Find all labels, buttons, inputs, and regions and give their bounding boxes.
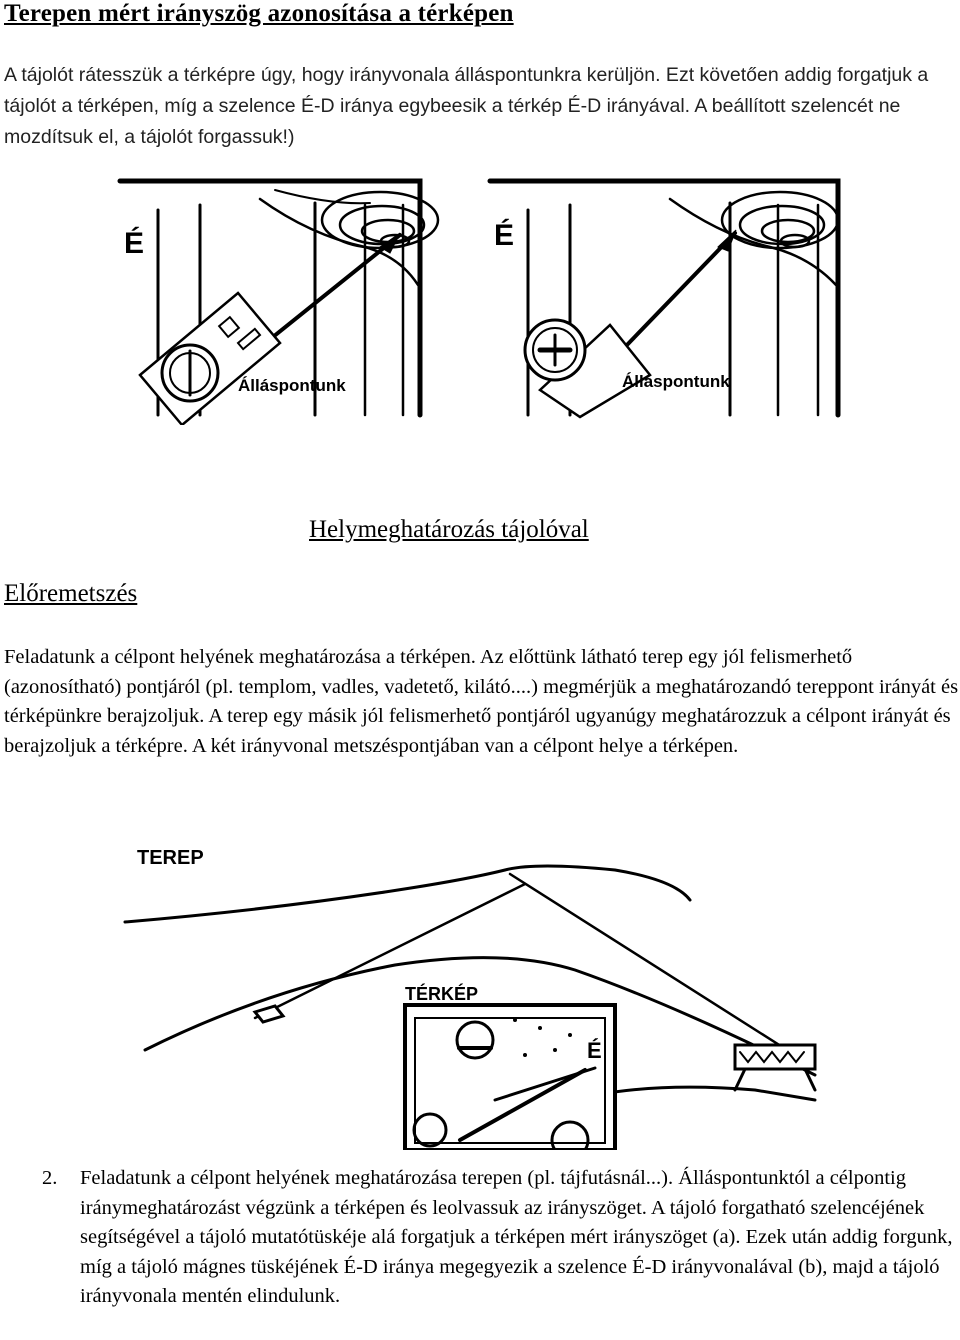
north-label-right: É: [494, 218, 514, 252]
numbered-paragraph-text: Feladatunk a célpont helyének meghatároz…: [80, 1167, 953, 1307]
list-number: 2.: [42, 1167, 58, 1189]
section-heading: Helymeghatározás tájolóval: [309, 516, 589, 543]
method-paragraph: Feladatunk a célpont helyének meghatároz…: [4, 646, 959, 757]
section-subheading: Előremetszés: [4, 580, 138, 607]
numbered-paragraph: 2. Feladatunk a célpont helyének meghatá…: [42, 1164, 955, 1312]
map-north-label: É: [587, 1038, 602, 1063]
map-label: TÉRKÉP: [405, 983, 478, 1004]
terrain-label: TEREP: [137, 847, 204, 869]
north-label-left: É: [124, 226, 144, 260]
intro-paragraph: A tájolót rátesszük a térképre úgy, hogy…: [4, 64, 929, 148]
section-title: Terepen mért irányszög azonosítása a tér…: [4, 0, 514, 27]
position-label-left: Álláspontunk: [238, 376, 346, 395]
position-label-right: Álláspontunk: [622, 372, 730, 391]
terrain-map-figure: TEREP TÉRKÉP É: [123, 847, 817, 1150]
right-panel: [487, 178, 841, 419]
compass-map-figure: É É Álláspontunk Álláspontunk: [117, 178, 841, 425]
left-panel: [117, 178, 440, 425]
